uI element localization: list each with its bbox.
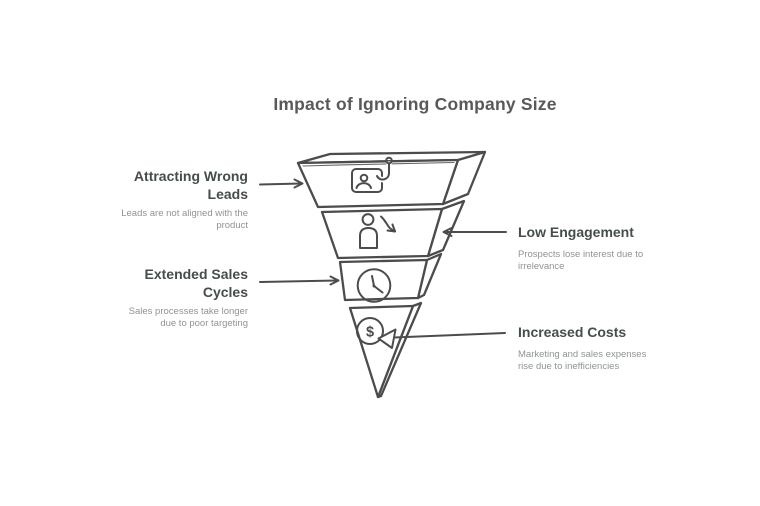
funnel-level-1 xyxy=(296,150,487,209)
label-description: Marketing and sales expenses rise due to… xyxy=(518,348,647,372)
label-description: Prospects lose interest due to irrelevan… xyxy=(518,248,644,272)
label-low-engagement: Low Engagement Prospects lose interest d… xyxy=(518,224,678,273)
lead-card-hook-icon xyxy=(351,156,393,193)
label-extended-sales-cycles: Extended Sales Cycles Sales processes ta… xyxy=(98,266,248,330)
funnel-level-1-front xyxy=(296,158,460,209)
label-heading: Low Engagement xyxy=(518,224,634,240)
label-description: Sales processes take longer due to poor … xyxy=(128,306,248,330)
arrowhead-outline-icon xyxy=(377,328,397,349)
funnel-level-2-front xyxy=(320,207,444,260)
diagram-title: Impact of Ignoring Company Size xyxy=(273,94,557,114)
person-declining-arrow-icon xyxy=(359,213,396,249)
arrowhead-right-icon xyxy=(329,275,340,286)
label-increased-costs: Increased Costs Marketing and sales expe… xyxy=(518,324,688,373)
label-description: Leads are not aligned with the product xyxy=(121,208,248,232)
funnel-level-4-front xyxy=(348,304,415,399)
funnel-level-3-front xyxy=(338,258,429,302)
connector-attracting-wrong-leads xyxy=(259,178,304,189)
label-attracting-wrong-leads: Attracting Wrong Leads Leads are not ali… xyxy=(98,168,248,232)
funnel-level-4: $ xyxy=(348,301,423,399)
label-heading: Increased Costs xyxy=(518,324,627,340)
funnel-level-2 xyxy=(320,199,466,260)
connector-low-engagement xyxy=(442,227,507,237)
label-heading: Attracting Wrong Leads xyxy=(133,168,248,202)
funnel-level-3 xyxy=(338,252,443,303)
dollar-coin-icon: $ xyxy=(356,317,384,345)
svg-text:$: $ xyxy=(366,325,374,341)
clock-icon xyxy=(356,268,392,303)
connector-extended-sales-cycles xyxy=(259,275,340,286)
arrowhead-left-icon xyxy=(442,227,453,237)
label-heading: Extended Sales Cycles xyxy=(144,266,249,300)
arrowhead-right-icon xyxy=(293,178,304,189)
connector-increased-costs xyxy=(377,328,506,349)
